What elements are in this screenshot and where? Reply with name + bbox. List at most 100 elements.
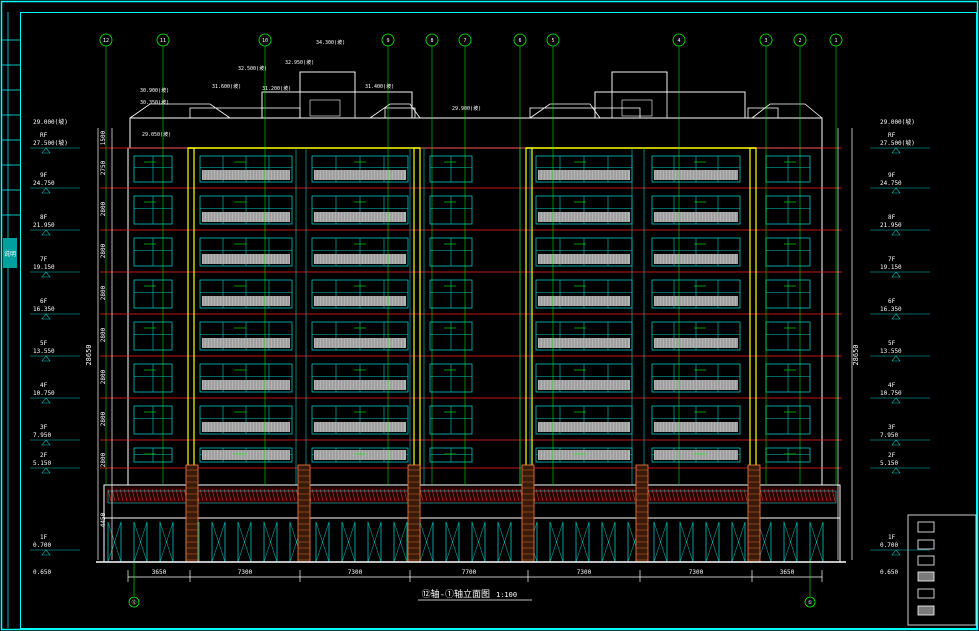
- top-axis-label: 7: [463, 38, 466, 44]
- dim-text: 2750: [100, 160, 107, 175]
- door-swing: [367, 521, 382, 563]
- elev-mark: [891, 355, 901, 362]
- elev-mark: [891, 549, 901, 556]
- brick-column: [297, 464, 311, 563]
- dim-text: 2800: [100, 452, 107, 467]
- door-swing: [133, 521, 148, 563]
- door-swing: [601, 521, 616, 563]
- floor-name-left: 7F: [40, 256, 48, 263]
- door-swing: [211, 521, 226, 563]
- door-swing: [679, 521, 694, 563]
- floor-elev-right: 10.750: [880, 390, 902, 397]
- floor-name-left: 4F: [40, 382, 48, 389]
- floor-elev-left: 13.550: [33, 348, 55, 355]
- floor-name-left: 1F: [40, 534, 48, 541]
- top-axis-label: 4: [677, 38, 680, 44]
- balcony-railing: [538, 212, 630, 222]
- ground-elev-right: 0.650: [880, 569, 898, 576]
- top-axis-bubble: [513, 33, 527, 47]
- floor-elev-left: 0.700: [33, 542, 51, 549]
- ground-elev-left: 0.650: [33, 569, 51, 576]
- door-swing: [159, 521, 174, 563]
- floor-elev-left: 16.350: [33, 306, 55, 313]
- balcony-railing: [538, 254, 630, 264]
- top-axis-bubble: [759, 33, 773, 47]
- brick-column: [521, 464, 535, 563]
- floor-name-left: 9F: [40, 172, 48, 179]
- top-axis-bubble: [546, 33, 560, 47]
- bottom-dim-text: 3650: [152, 569, 167, 576]
- roof-elev-note: 31.200(坡): [262, 85, 291, 92]
- roof-elev-note: 32.500(坡): [238, 65, 267, 72]
- balcony-railing: [314, 212, 406, 222]
- floor-elev-right: 27.500(坡): [880, 139, 915, 147]
- top-axis-bubble: [99, 33, 113, 47]
- top-axis-label: 1: [834, 38, 837, 44]
- elev-mark: [41, 229, 51, 236]
- top-axis-label: 5: [551, 38, 554, 44]
- floor-name-right: 4F: [888, 382, 896, 389]
- floor-name-left: 6F: [40, 298, 48, 305]
- floor-name-left: 8F: [40, 214, 48, 221]
- side-tab[interactable]: [3, 238, 17, 268]
- bottom-dim-text: 3650: [780, 569, 795, 576]
- door-swing: [497, 521, 512, 563]
- floor-name-right: 9F: [888, 172, 896, 179]
- door-swing: [107, 521, 122, 563]
- balcony-railing: [314, 170, 406, 180]
- axis-label-right: ①: [808, 600, 813, 606]
- elev-mark: [891, 313, 901, 320]
- podium-rail: [107, 490, 837, 504]
- roof-elev-note: 29.900(坡): [452, 105, 481, 112]
- bottom-dim-text: 7300: [577, 569, 592, 576]
- pilaster: [187, 147, 195, 486]
- roof-elev-note: 30.900(坡): [140, 87, 169, 94]
- balcony-railing: [314, 296, 406, 306]
- door-swing: [263, 521, 278, 563]
- balcony-railing: [654, 212, 738, 222]
- elev-mark: [891, 439, 901, 446]
- roof-block: [747, 107, 779, 119]
- floor-elev-right: 16.350: [880, 306, 902, 313]
- door-swing: [393, 521, 408, 563]
- balcony-railing: [314, 422, 406, 432]
- roof-slope: [129, 103, 231, 119]
- dim-text: 1500: [100, 130, 107, 145]
- door-swing: [809, 521, 824, 563]
- dim-text: 2800: [100, 201, 107, 216]
- dim-text: 2800: [100, 327, 107, 342]
- brick-column: [185, 464, 199, 563]
- dim-text: 2800: [100, 285, 107, 300]
- top-axis-bubble: [793, 33, 807, 47]
- balcony-railing: [314, 450, 406, 460]
- top-axis-bubble: [156, 33, 170, 47]
- elev-mark: [891, 271, 901, 278]
- floor-elev-left: 7.950: [33, 432, 51, 439]
- tower-cap-left: [299, 71, 356, 93]
- top-axis-label: 6: [518, 38, 521, 44]
- axis-bubble-right: [804, 596, 816, 608]
- door-swing: [705, 521, 720, 563]
- dim-text: 2800: [100, 243, 107, 258]
- elev-mark: [891, 467, 901, 474]
- tower-window-right: [621, 99, 653, 117]
- balcony-railing: [538, 170, 630, 180]
- balcony-railing: [314, 254, 406, 264]
- elev-mark: [41, 439, 51, 446]
- balcony-railing: [314, 338, 406, 348]
- floor-elev-left: 24.750: [33, 180, 55, 187]
- annotations: 1500275028002800280028002800280028004450…: [30, 33, 930, 608]
- balcony-railing: [654, 296, 738, 306]
- door-swing: [549, 521, 564, 563]
- roof-block: [189, 107, 301, 119]
- roof-block: [529, 107, 641, 119]
- top-axis-label: 11: [160, 38, 166, 44]
- pilaster: [413, 147, 421, 486]
- elev-mark: [41, 271, 51, 278]
- door-swing: [653, 521, 668, 563]
- roof-block: [261, 91, 413, 119]
- roof-elev-note: 30.350(坡): [140, 99, 169, 106]
- floor-elev-left: 21.950: [33, 222, 55, 229]
- bottom-dim-text: 7300: [238, 569, 253, 576]
